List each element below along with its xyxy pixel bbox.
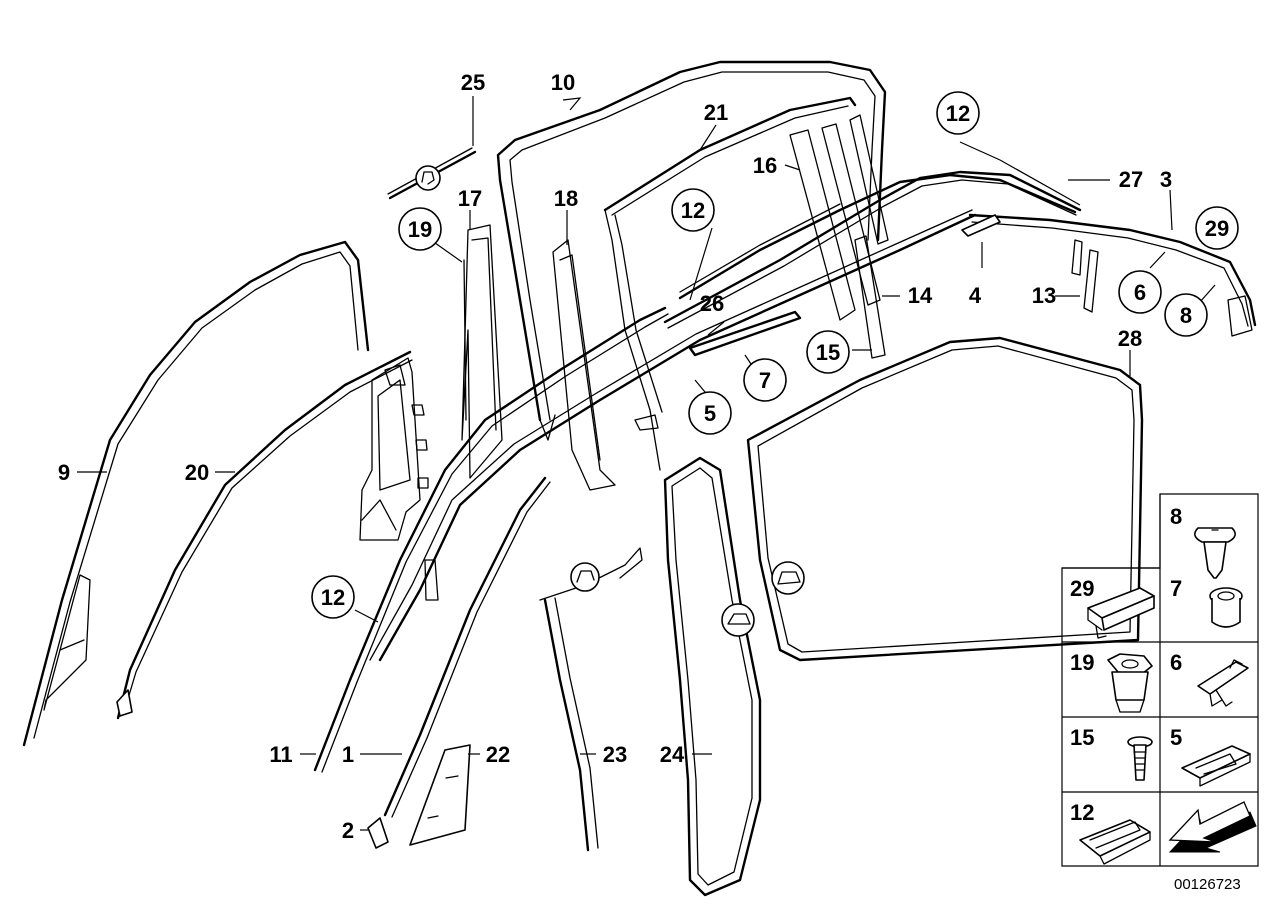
part-12-long-trim [313,306,669,773]
legend-icon-fastener [1197,659,1249,707]
callout-2: 2 [342,818,354,843]
part-17-pillar-strip [461,224,503,479]
legend-num-6: 6 [1170,650,1182,675]
callout-9: 9 [58,460,70,485]
legend-num-15: 15 [1070,725,1094,750]
legend-num-7: 7 [1170,576,1182,601]
part-1-pillar-trim [383,476,551,818]
callout-15: 15 [816,340,840,365]
b-pillar-trim-piece [359,357,429,541]
callout-28: 28 [1118,326,1142,351]
callout-7: 7 [759,368,771,393]
legend-arrow-icon [1168,801,1257,853]
parts-legend-grid: 8 29 7 19 6 15 5 12 [1061,493,1259,867]
callout-11: 11 [269,742,292,767]
callout-labels: 25 10 21 16 17 18 12 27 3 29 12 19 26 14… [58,70,1229,843]
legend-icon-screw [1127,736,1153,781]
callout-1: 1 [342,742,354,767]
document-number: 00126723 [1174,876,1241,893]
callout-26: 26 [700,291,724,316]
part-26-strip [688,310,802,357]
part-14-pillar-trim [854,235,886,359]
part-3-roof-rail [968,213,1257,337]
callout-16: 16 [753,153,777,178]
legend-num-12: 12 [1070,800,1094,825]
callout-17: 17 [458,186,482,211]
part-28-window-seal [746,336,1144,662]
callout-18: 18 [554,186,578,211]
misc-clip-near-5 [634,414,659,431]
part-18-pillar-cover [552,239,616,491]
callout-3: 3 [1160,167,1172,192]
callout-24: 24 [660,742,685,767]
part-20-window-channel [116,350,413,720]
callout-8: 8 [1180,303,1192,328]
misc-clip-near-12 [424,559,439,601]
part-23-channel-strip [539,547,643,852]
callout-6: 6 [1134,280,1146,305]
part-9-window-frame-trim [22,240,370,747]
legend-icon-grommet [1209,587,1243,628]
legend-icon-trim-clip [1079,819,1151,865]
callout-13: 13 [1032,283,1056,308]
legend-icon-bracket [1181,745,1251,787]
part-13-trim [1071,239,1099,313]
callout-4: 4 [969,283,982,308]
callout-29: 29 [1205,216,1229,241]
legend-num-5: 5 [1170,725,1182,750]
legend-num-29: 29 [1070,576,1094,601]
legend-num-19: 19 [1070,650,1094,675]
legend-icon-push-rivet [1194,527,1236,579]
callout-5: 5 [704,401,716,426]
callout-14: 14 [908,283,933,308]
callout-circles [311,91,1239,619]
callout-20: 20 [185,460,209,485]
part-5-roof-trim [369,209,977,662]
legend-icon-clip-29 [1087,587,1155,639]
callout-12c: 12 [321,585,345,610]
part-24-door-seal [663,456,762,897]
callout-19: 19 [408,217,432,242]
part-25-trim-strip [387,147,477,200]
part-12-lower-trim [678,173,1077,300]
part-2-clip [367,817,389,849]
callout-27: 27 [1119,167,1143,192]
legend-icon-nut [1107,653,1153,713]
legend-num-8: 8 [1170,504,1182,529]
callout-23: 23 [603,742,627,767]
part-16-rear-strip [789,114,889,321]
callout-22: 22 [486,742,510,767]
part-22-triangle-cover [409,744,471,846]
part-4-clip [961,214,1001,237]
callout-12b: 12 [681,198,705,223]
callout-25: 25 [461,70,485,95]
callout-12a: 12 [946,101,970,126]
callout-21: 21 [704,100,728,125]
callout-10: 10 [551,70,575,95]
leader-lines [77,96,1216,831]
